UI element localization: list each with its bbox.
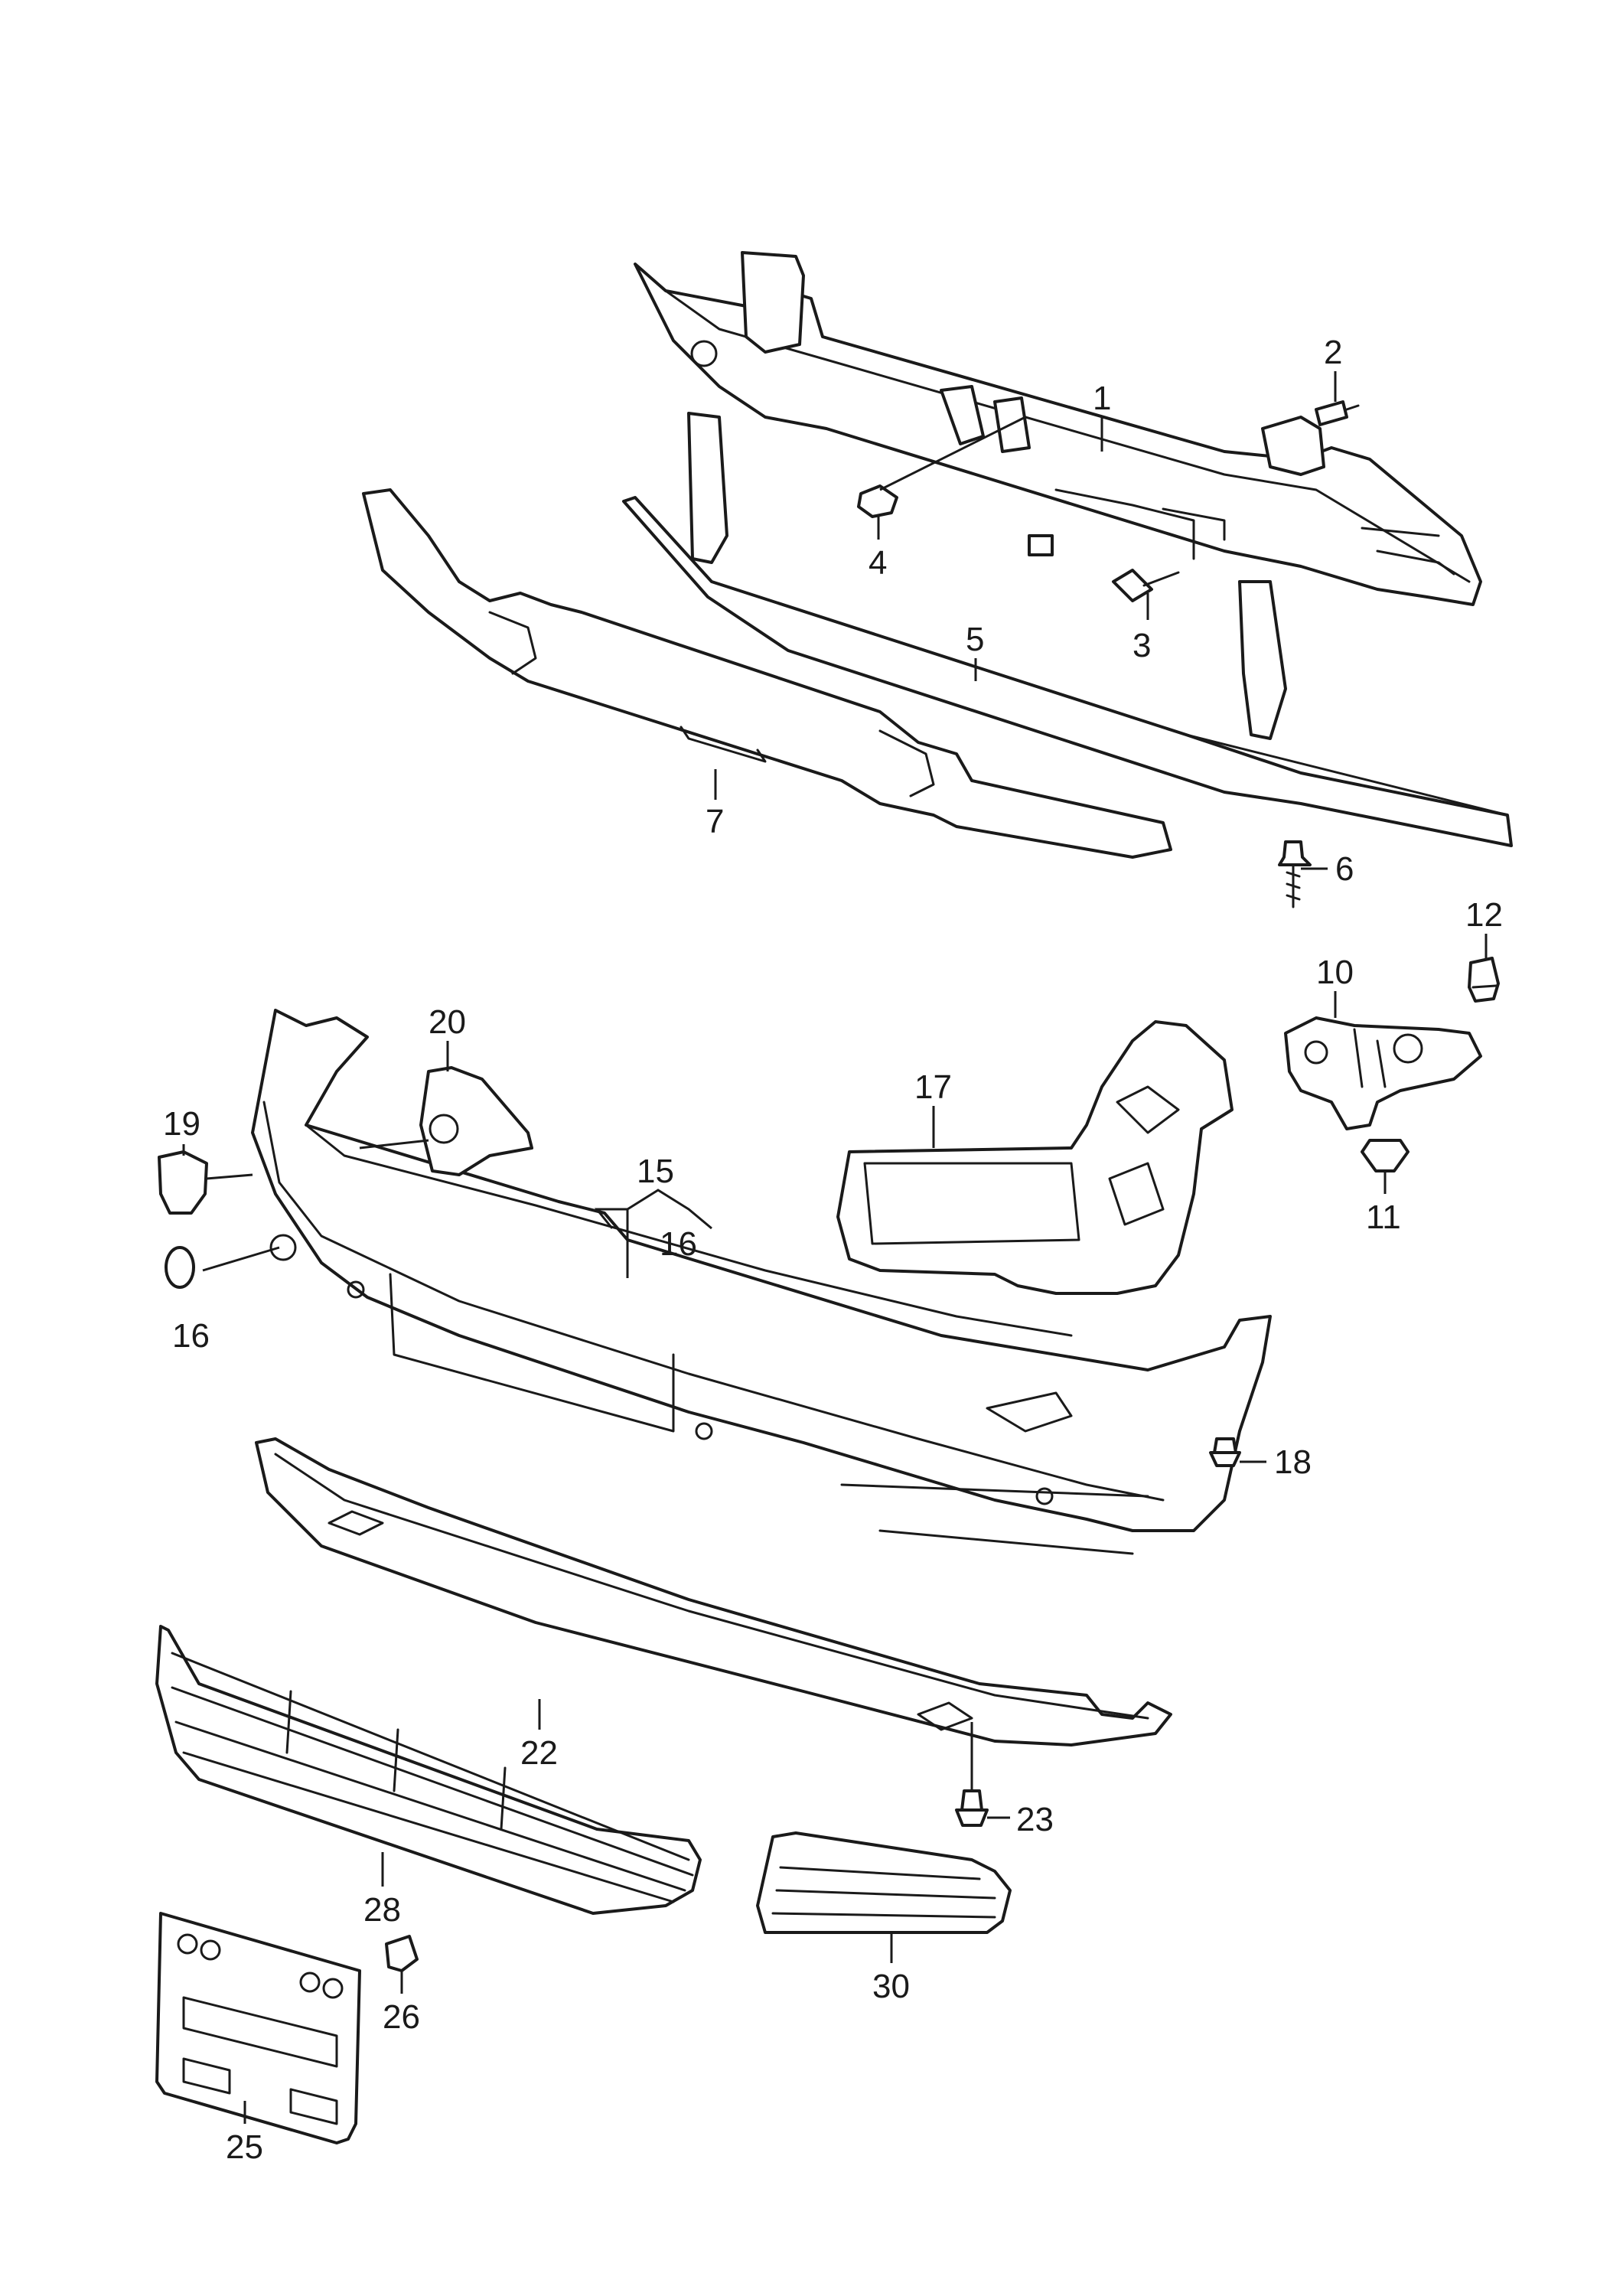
callout-1: 1 [1093, 380, 1111, 417]
leader-20b [359, 1139, 429, 1150]
callout-18: 18 [1274, 1443, 1312, 1481]
bolt-part [1315, 400, 1360, 426]
callout-2: 2 [1324, 334, 1342, 371]
leader-lines [182, 371, 1488, 2124]
impact-bar-part [622, 496, 1513, 847]
callout-16-upper: 16 [660, 1225, 697, 1263]
license-plate-bracket-part [155, 1912, 361, 2144]
callout-26: 26 [383, 1998, 420, 2036]
clip-part [1361, 1139, 1410, 1172]
lock-carrier-part [634, 251, 1482, 740]
callout-5: 5 [966, 621, 984, 658]
callout-19: 19 [163, 1105, 200, 1143]
screw-part [955, 1789, 989, 1827]
screw-part [1209, 1437, 1241, 1467]
callout-6: 6 [1335, 850, 1354, 888]
leader-4b [879, 416, 1026, 491]
side-grille-part [756, 1831, 1012, 1934]
lower-grille-part [155, 1625, 702, 1915]
callout-7: 7 [706, 803, 724, 840]
callout-23: 23 [1016, 1801, 1054, 1838]
callout-15: 15 [637, 1153, 674, 1190]
leader-16 [202, 1246, 280, 1272]
callout-22: 22 [520, 1734, 558, 1772]
tow-eye-cap-part [165, 1246, 195, 1289]
nut-part [857, 484, 898, 518]
bumper-cover-part [251, 1009, 1272, 1555]
bolt-part [1112, 569, 1180, 602]
callout-labels: 1 2 3 4 5 6 7 10 11 12 15 16 16 17 18 19… [163, 334, 1503, 2166]
screw-part [1278, 840, 1312, 908]
callout-3: 3 [1133, 627, 1151, 664]
sensor-bracket-part [419, 1066, 533, 1176]
grille-bracket-part [836, 1020, 1234, 1295]
callout-17: 17 [914, 1068, 952, 1106]
callout-10: 10 [1316, 954, 1354, 991]
energy-absorber-part [362, 488, 1172, 859]
clip-part [385, 1935, 419, 1972]
callout-16-left: 16 [172, 1317, 210, 1355]
bumper-bracket-part [1284, 1016, 1482, 1130]
callout-4: 4 [869, 544, 887, 582]
callout-28: 28 [363, 1891, 401, 1929]
callout-25: 25 [226, 2128, 263, 2166]
callout-20: 20 [429, 1003, 466, 1041]
leader-19b [206, 1173, 253, 1180]
retainer-part [1468, 957, 1500, 1003]
spoiler-part [255, 1437, 1172, 1746]
callout-30: 30 [872, 1968, 910, 2005]
callout-11: 11 [1366, 1199, 1401, 1236]
callout-12: 12 [1465, 896, 1503, 934]
bezel-part [158, 1150, 208, 1215]
